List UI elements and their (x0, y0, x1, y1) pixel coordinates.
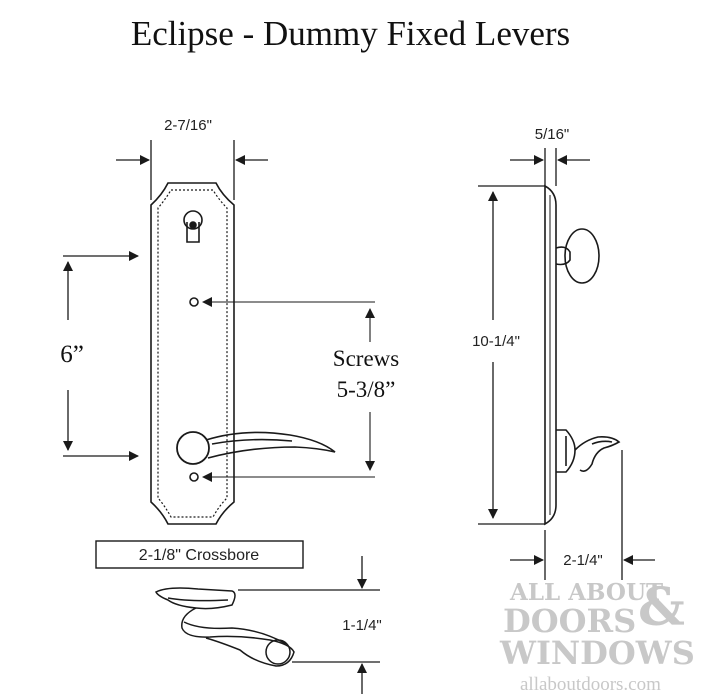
watermark-url: allaboutdoors.com (520, 674, 661, 695)
height-dimension (478, 185, 545, 525)
screws-dimension (202, 297, 375, 482)
screws-label: Screws (333, 346, 399, 371)
watermark-logo: ALL ABOUT DOORS & WINDOWS allaboutdoors.… (499, 577, 695, 695)
plate-depth-dimension (510, 148, 590, 186)
front-view (150, 182, 336, 525)
projection-label: 2-1/4" (563, 552, 603, 569)
watermark-line1: ALL ABOUT (509, 579, 663, 606)
height-label: 10-1/4" (472, 333, 520, 350)
rose-height-label: 1-1/4" (342, 617, 382, 634)
watermark-ampersand: & (638, 577, 685, 638)
crossbore-box (95, 540, 304, 569)
top-lever (181, 607, 295, 667)
side-view (544, 184, 621, 526)
page-title: Eclipse - Dummy Fixed Levers (130, 14, 571, 53)
rose-height-dimension (238, 556, 380, 694)
side-knob (555, 228, 600, 284)
plate-width-label: 2-7/16" (164, 117, 212, 134)
projection-dimension (510, 450, 655, 580)
back-plate (150, 182, 235, 525)
watermark-line2: DOORS (503, 602, 636, 640)
screws-value: 5-3/8” (337, 377, 396, 402)
watermark-line3: WINDOWS (499, 634, 695, 672)
top-rose (154, 587, 236, 610)
front-lever (176, 431, 336, 465)
key-cylinder (183, 210, 203, 243)
spacing-label: 6” (60, 341, 84, 368)
plate-depth-label: 5/16" (535, 126, 570, 143)
side-lever (556, 429, 621, 473)
top-view (154, 587, 295, 667)
side-plate (544, 184, 557, 526)
spacing-dimension (63, 251, 139, 461)
crossbore-label: 2-1/8" Crossbore (139, 547, 260, 564)
upper-screw (189, 297, 199, 307)
lower-screw (189, 472, 199, 482)
plate-width-dimension (116, 140, 268, 200)
